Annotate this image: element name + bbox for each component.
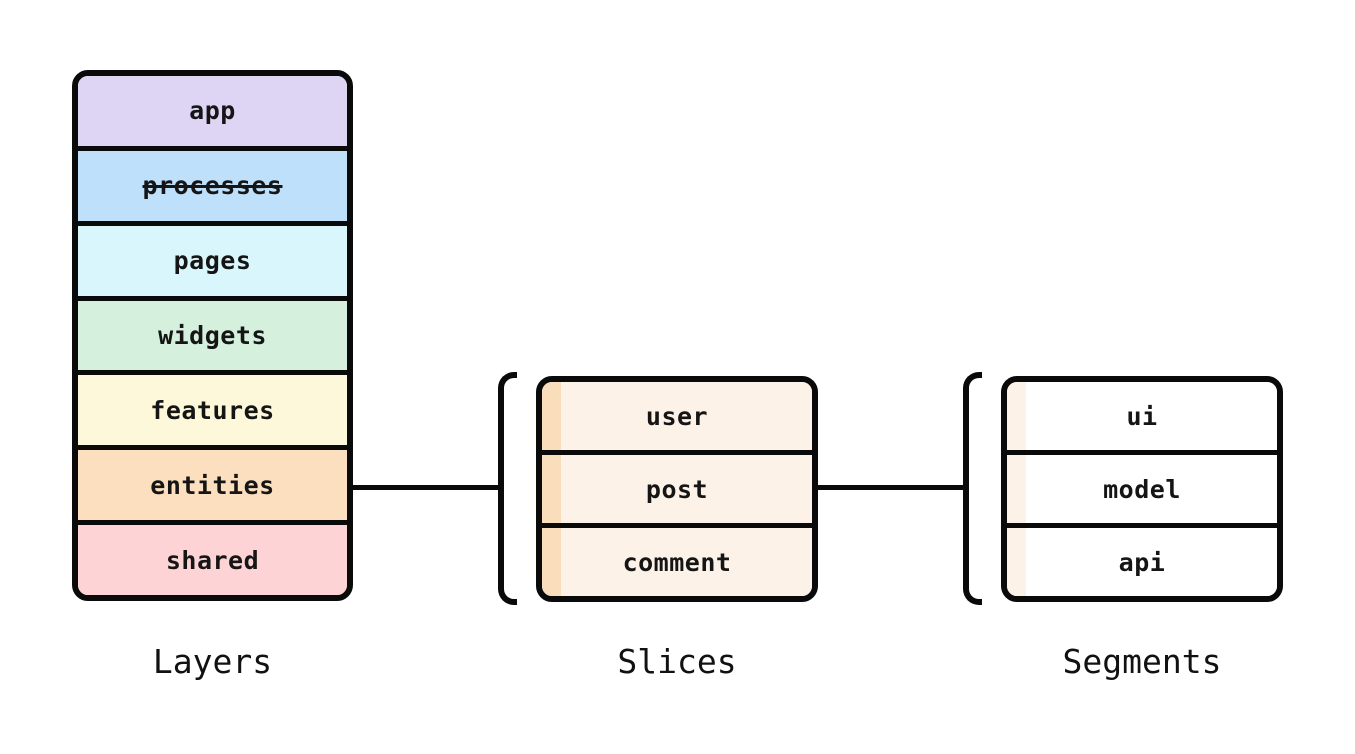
slices-caption: Slices: [617, 641, 737, 681]
slice-row-post: post: [542, 450, 812, 523]
connector-layers-slices: [350, 485, 502, 490]
layer-row-app: app: [78, 76, 347, 146]
layer-row-shared: shared: [78, 520, 347, 595]
layer-row-features: features: [78, 370, 347, 446]
slice-row-user: user: [542, 382, 812, 450]
segment-row-ui: ui: [1007, 382, 1277, 450]
segments-box: ui model api: [1001, 376, 1283, 602]
segments-caption: Segments: [1062, 641, 1222, 681]
segment-row-model: model: [1007, 450, 1277, 523]
layer-row-processes: processes: [78, 145, 347, 221]
slices-bracket-icon: [498, 372, 517, 605]
connector-slices-segments: [816, 485, 967, 490]
layers-caption: Layers: [152, 641, 273, 681]
layer-row-pages: pages: [78, 220, 347, 296]
layer-row-entities: entities: [78, 445, 347, 521]
segments-bracket-icon: [963, 372, 982, 605]
layer-row-widgets: widgets: [78, 295, 347, 371]
segment-row-api: api: [1007, 523, 1277, 596]
slices-box: user post comment: [536, 376, 818, 602]
layers-box: app processes pages widgets features ent…: [72, 70, 353, 601]
slice-row-comment: comment: [542, 523, 812, 596]
